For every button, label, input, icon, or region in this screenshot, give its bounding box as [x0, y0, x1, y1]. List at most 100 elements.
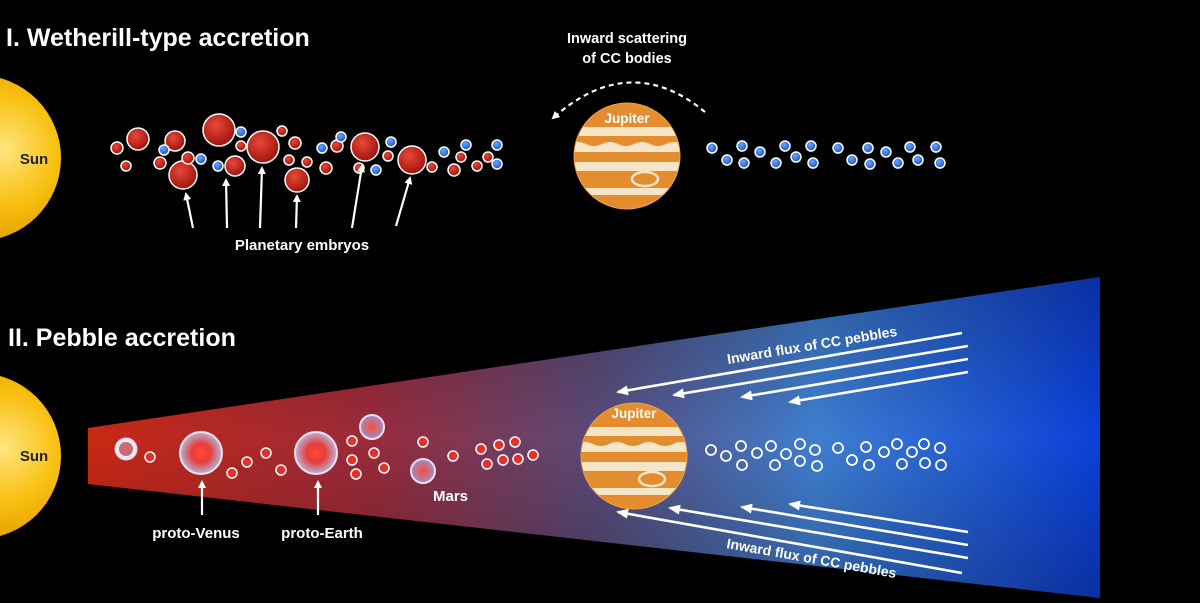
cc-body	[460, 139, 472, 151]
pebble	[346, 454, 358, 466]
embryo	[110, 141, 124, 155]
embryo	[246, 130, 280, 164]
jupiter-icon: Jupiter	[580, 402, 688, 510]
embryo	[126, 127, 150, 151]
jupiter-icon: Jupiter	[573, 102, 681, 210]
pebble	[705, 444, 717, 456]
embryo	[168, 160, 198, 190]
cc-body	[805, 140, 817, 152]
embryos-label: Planetary embryos	[235, 237, 369, 254]
embryo	[181, 151, 195, 165]
arrow-icon	[740, 503, 969, 547]
embryo	[283, 154, 295, 166]
embryo	[350, 132, 380, 162]
pebble	[509, 436, 521, 448]
pebble	[512, 453, 524, 465]
pebble	[527, 449, 539, 461]
embryo-arrows	[183, 164, 413, 229]
jupiter-label: Jupiter	[604, 111, 650, 126]
pebble	[720, 450, 732, 462]
cc-body	[904, 141, 916, 153]
cc-body	[491, 158, 503, 170]
cc-body	[335, 131, 347, 143]
cc-body	[736, 140, 748, 152]
embryo	[164, 130, 186, 152]
embryo	[301, 156, 313, 168]
cc-body	[832, 142, 844, 154]
panel2-sun: Sun	[0, 375, 61, 537]
embryo	[447, 163, 461, 177]
arrow-icon	[350, 164, 365, 229]
pebble	[751, 447, 763, 459]
cc-body	[846, 154, 858, 166]
pebble	[736, 459, 748, 471]
protoplanet	[359, 414, 385, 440]
pebble	[780, 448, 792, 460]
cc-body	[790, 151, 802, 163]
pebble	[846, 454, 858, 466]
cc-body	[880, 146, 892, 158]
proto-venus	[179, 431, 223, 475]
embryo	[319, 161, 333, 175]
cc-body	[864, 158, 876, 170]
pebble	[346, 435, 358, 447]
arrow-icon	[616, 508, 963, 575]
pebble	[475, 443, 487, 455]
cc-body	[491, 139, 503, 151]
inner-pebbles	[114, 414, 539, 484]
dashed-curved-arrow-icon	[551, 81, 706, 120]
sun-label: Sun	[20, 448, 48, 465]
cc-body	[212, 160, 224, 172]
embryo	[224, 155, 246, 177]
arrow-icon	[672, 344, 969, 399]
proto-earth	[294, 431, 338, 475]
pebble	[765, 440, 777, 452]
pebble	[896, 458, 908, 470]
pebble	[493, 439, 505, 451]
pebble	[891, 438, 903, 450]
embryo	[397, 145, 427, 175]
embryo	[426, 161, 438, 173]
pebble	[350, 468, 362, 480]
embryo	[471, 160, 483, 172]
cc-body	[754, 146, 766, 158]
embryo	[284, 167, 310, 193]
arrow-icon	[222, 178, 231, 229]
pebble	[144, 451, 156, 463]
embryo	[482, 151, 494, 163]
sun-icon	[0, 77, 61, 239]
planetary-embryos	[110, 113, 503, 193]
panel1-sun: Sun	[0, 77, 61, 239]
cc-body	[235, 126, 247, 138]
embryo	[455, 151, 467, 163]
pebble	[794, 438, 806, 450]
cc-body	[930, 141, 942, 153]
pebble	[811, 460, 823, 472]
cc-body	[438, 146, 450, 158]
embryo	[120, 160, 132, 172]
cc-body	[158, 144, 170, 156]
arrow-icon	[183, 192, 195, 229]
pebble	[860, 441, 872, 453]
pebble	[919, 457, 931, 469]
proto-earth-label: proto-Earth	[281, 525, 363, 542]
cc-body	[195, 153, 207, 165]
arrow-icon	[740, 357, 969, 401]
arrow-icon	[788, 370, 969, 406]
cc-body	[779, 140, 791, 152]
pebble	[260, 447, 272, 459]
arrow-icon	[394, 176, 413, 227]
arrow-icon	[292, 194, 301, 229]
cc-body	[316, 142, 328, 154]
panel1-title: I. Wetherill-type accretion	[6, 24, 310, 52]
flux-arrows-bottom	[616, 500, 969, 575]
pebble	[447, 450, 459, 462]
arrow-icon	[788, 500, 969, 534]
panel2-title: II. Pebble accretion	[8, 324, 236, 352]
cc-body	[385, 136, 397, 148]
pebble	[481, 458, 493, 470]
pebble	[935, 459, 947, 471]
pebble	[378, 462, 390, 474]
pebble	[735, 440, 747, 452]
